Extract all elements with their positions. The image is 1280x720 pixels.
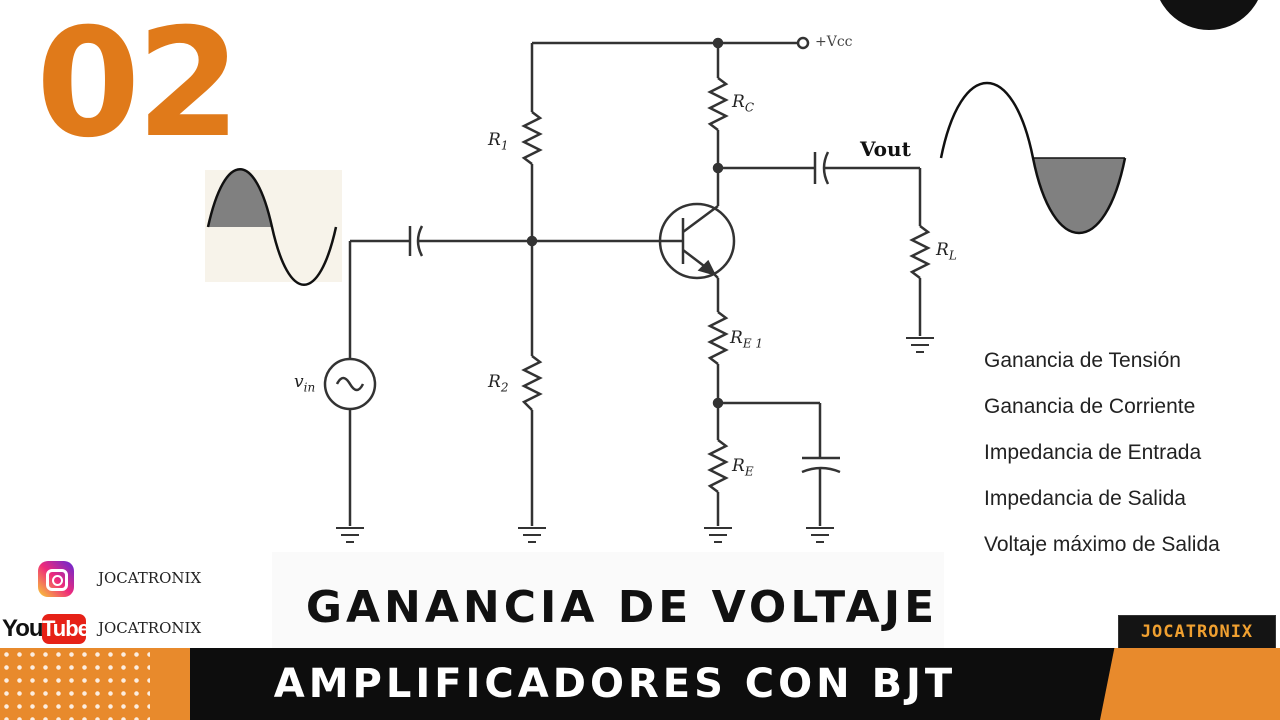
rl-label: RL (936, 240, 957, 263)
vout-label: Vout (860, 137, 911, 161)
vcc-terminal (796, 36, 810, 50)
ground-symbols (336, 337, 934, 543)
output-wave-fill (1033, 158, 1125, 233)
video-subtitle: AMPLIFICADORES CON BJT (273, 661, 957, 707)
input-wave (206, 168, 338, 286)
parameter-voltage-gain: Ganancia de Tensión (984, 349, 1181, 372)
youtube-name: JOCATRONIX (98, 619, 202, 637)
episode-number: 02 (36, 0, 241, 171)
parameter-input-impedance: Impedancia de Entrada (984, 441, 1202, 464)
instagram-icon (38, 561, 74, 597)
bjt-amplifier-schematic (205, 36, 1127, 543)
youtube-icon: You Tube (2, 614, 90, 644)
bjt-transistor (658, 202, 736, 280)
video-title: GANANCIA DE VOLTAJE (305, 582, 939, 633)
re-label: RE (732, 456, 754, 479)
orange-accent-right (1100, 648, 1280, 720)
instagram-name: JOCATRONIX (98, 569, 202, 587)
vcc-label: +Vcc (815, 34, 853, 50)
bottom-bar (0, 648, 1280, 720)
brand-logo: JOCATRONIX (1118, 615, 1276, 649)
dot-pattern (0, 648, 150, 720)
youtube-link[interactable]: You Tube JOCATRONIX (0, 609, 260, 649)
parameter-max-output-voltage: Voltaje máximo de Salida (984, 533, 1220, 556)
vin-label: vin (294, 372, 316, 395)
brand-name: JOCATRONIX (1140, 622, 1254, 642)
rc-resistor (707, 77, 729, 131)
re-resistor (707, 439, 729, 493)
parameter-output-impedance: Impedancia de Salida (984, 487, 1186, 510)
title-band (272, 552, 944, 648)
rc-label: RC (732, 92, 754, 115)
re1-label: RE 1 (730, 328, 764, 351)
r2-label: R2 (488, 372, 509, 395)
parameter-current-gain: Ganancia de Corriente (984, 395, 1196, 418)
social-links: JOCATRONIX You Tube JOCATRONIX (0, 555, 260, 655)
instagram-link[interactable]: JOCATRONIX (0, 559, 260, 599)
parameter-list: Ganancia de Tensión Ganancia de Corrient… (984, 346, 1274, 576)
r2-resistor (521, 355, 543, 411)
r1-label: R1 (488, 130, 509, 153)
rl-resistor (909, 225, 931, 279)
r1-resistor (521, 111, 543, 165)
re1-resistor (707, 311, 729, 365)
